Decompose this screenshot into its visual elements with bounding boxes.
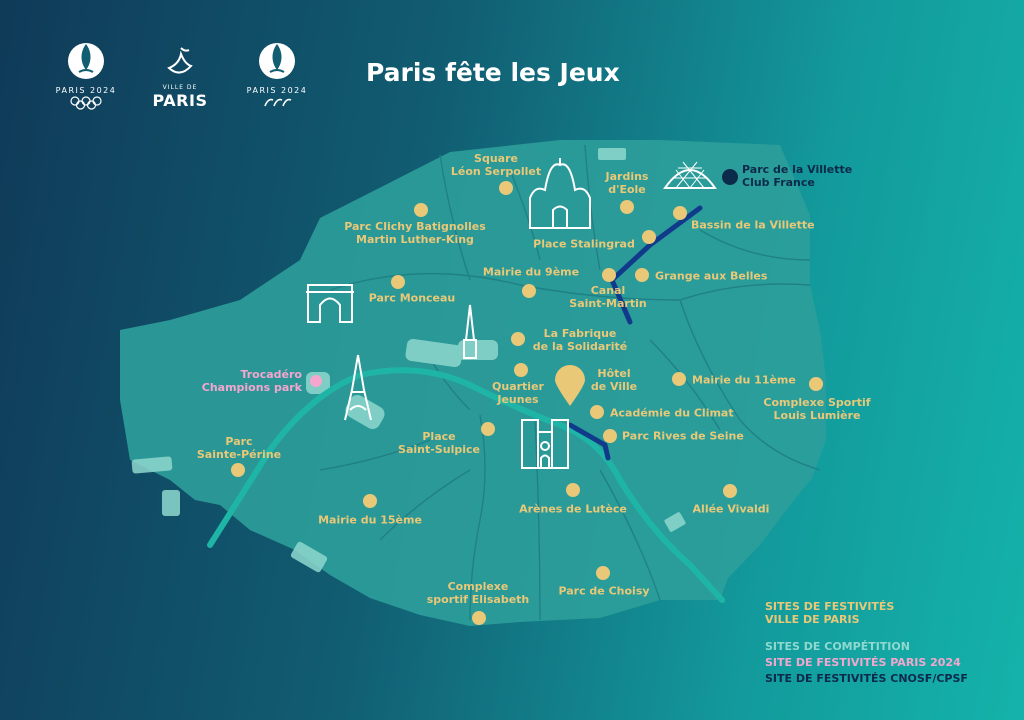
sacre-coeur-icon — [529, 158, 591, 229]
legend-cnosf: SITE DE FESTIVITÉS CNOSF/CPSF — [765, 672, 968, 685]
label-mairie-15: Mairie du 15ème — [318, 513, 422, 527]
dot-mairie-9 — [522, 284, 536, 298]
label-academie-climat: Académie du Climat — [610, 406, 734, 420]
dot-mairie-11 — [672, 372, 686, 386]
dot-louis-lumiere — [809, 377, 823, 391]
agitos-icon — [264, 98, 292, 107]
paralympic-flame-icon — [259, 43, 295, 79]
dot-grange-aux-belles — [635, 268, 649, 282]
label-louis-lumiere: Complexe Sportif Louis Lumière — [763, 396, 871, 422]
label-sainte-perine: Parc Sainte-Périne — [196, 435, 282, 461]
label-hotel-de-ville: Hôtel de Ville — [590, 367, 638, 393]
page-title: Paris fête les Jeux — [366, 58, 620, 87]
olympic-rings-icon — [70, 96, 102, 110]
label-arenes-lutece: Arènes de Lutèce — [519, 502, 627, 516]
label-trocadero: Trocadéro Champions park — [201, 368, 302, 394]
legend-ville: SITES DE FESTIVITÉS VILLE DE PARIS — [765, 600, 895, 626]
label-allee-vivaldi: Allée Vivaldi — [692, 502, 770, 516]
ville-sites — [231, 181, 823, 625]
label-grange-aux-belles: Grange aux Belles — [655, 269, 768, 283]
legend-competition: SITES DE COMPÉTITION — [765, 640, 910, 653]
label-saint-sulpice: Place Saint-Sulpice — [398, 430, 480, 456]
legend-paris2024: SITE DE FESTIVITÉS PARIS 2024 — [765, 656, 961, 669]
dot-sainte-perine — [231, 463, 245, 477]
paris-outline — [120, 140, 826, 626]
dot-quartier-jeunes — [514, 363, 528, 377]
canal-seine-link — [567, 422, 611, 461]
dot-parc-clichy-batignolles — [414, 203, 428, 217]
label-place-stalingrad: Place Stalingrad — [533, 237, 635, 251]
paris-2024-paralympic-logo: PARIS 2024 — [243, 40, 311, 114]
ship-icon — [167, 47, 193, 74]
label-canal-saint-martin: Canal Saint-Martin — [569, 284, 647, 310]
dot-bassin-villette — [673, 206, 687, 220]
dot-canal-saint-martin — [602, 268, 616, 282]
label-fabrique-solidarite: La Fabrique de la Solidarité — [532, 327, 628, 353]
dot-parc-villette — [722, 169, 738, 185]
paris-text: PARIS — [152, 91, 208, 110]
arc-de-triomphe-icon — [306, 284, 354, 323]
label-rives-de-seine: Parc Rives de Seine — [622, 429, 744, 443]
label-complexe-elisabeth: Complexe sportif Elisabeth — [426, 580, 530, 606]
dot-parc-choisy — [596, 566, 610, 580]
dot-square-leon-serpollet — [499, 181, 513, 195]
arrondissement-lines — [319, 144, 821, 621]
dot-mairie-15 — [363, 494, 377, 508]
dot-arenes-lutece — [566, 483, 580, 497]
olympic-logo-text: PARIS 2024 — [55, 86, 117, 95]
ville-de-paris-logo: VILLE DE PARIS — [150, 44, 210, 110]
dot-academie-climat — [590, 405, 604, 419]
dot-jardins-eole — [620, 200, 634, 214]
dot-complexe-elisabeth — [472, 611, 486, 625]
ville-de-text: VILLE DE — [162, 84, 198, 91]
label-parc-monceau: Parc Monceau — [368, 291, 456, 305]
label-parc-choisy: Parc de Choisy — [558, 584, 650, 598]
label-parc-clichy-batignolles: Parc Clichy Batignolles Martin Luther-Ki… — [344, 220, 486, 246]
label-quartier-jeunes: Quartier Jeunes — [492, 380, 544, 406]
eiffel-tower-icon — [344, 354, 372, 421]
seine-river — [207, 367, 725, 603]
notre-dame-icon — [521, 419, 569, 469]
canal-saint-martin — [609, 205, 703, 325]
dot-fabrique-solidarite — [511, 332, 525, 346]
obelisk-icon — [463, 304, 477, 359]
geode-icon — [663, 161, 717, 189]
dot-place-stalingrad — [642, 230, 656, 244]
map-pin-icon — [555, 365, 585, 406]
paralympic-logo-text: PARIS 2024 — [246, 86, 308, 95]
dot-allee-vivaldi — [723, 484, 737, 498]
label-square-leon-serpollet: Square Léon Serpollet — [450, 152, 542, 178]
dot-parc-monceau — [391, 275, 405, 289]
label-jardins-eole: Jardins d'Eole — [605, 170, 649, 196]
label-parc-villette: Parc de la Villette Club France — [742, 163, 853, 189]
paris-2024-olympic-logo: PARIS 2024 — [52, 40, 120, 114]
label-bassin-villette: Bassin de la Villette — [691, 218, 815, 232]
label-mairie-11: Mairie du 11ème — [692, 373, 796, 387]
olympic-flame-icon — [68, 43, 104, 79]
dot-saint-sulpice — [481, 422, 495, 436]
competition-sites — [131, 148, 686, 573]
label-mairie-9: Mairie du 9ème — [482, 265, 580, 279]
dot-trocadero — [310, 375, 322, 387]
dot-rives-de-seine — [603, 429, 617, 443]
